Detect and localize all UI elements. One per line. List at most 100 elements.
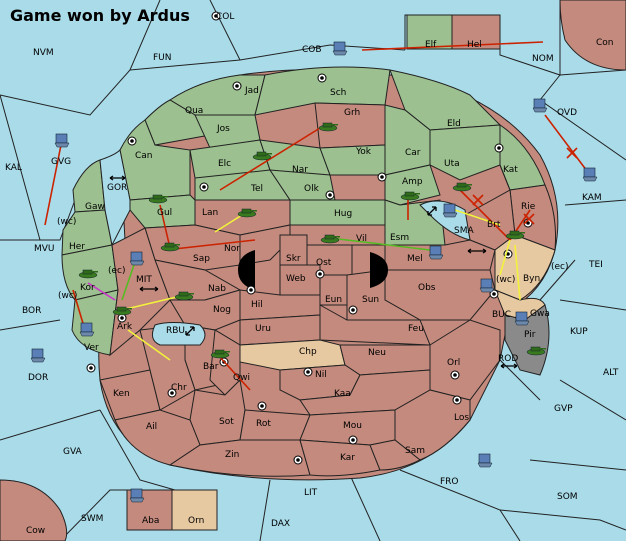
label-mit: MIT	[136, 275, 152, 285]
region-hel[interactable]	[451, 14, 501, 50]
failed-order-x-icon	[566, 147, 578, 159]
coast-arrow-icon	[185, 326, 195, 336]
label-sun: Sun	[362, 295, 379, 305]
label-orl: Orl	[447, 358, 460, 368]
failed-orders	[472, 147, 578, 225]
label-kaa: Kaa	[334, 389, 351, 399]
supply-center-icon	[232, 81, 242, 91]
label-qua: Qua	[185, 106, 203, 116]
region-ark[interactable]	[109, 227, 171, 357]
supply-center-icon	[303, 367, 313, 377]
label-kam: KAM	[582, 193, 602, 203]
order-arrows-red	[44, 41, 591, 391]
label-lit: LIT	[304, 488, 318, 498]
label-rot: Rot	[256, 419, 271, 429]
order-arrows-yellow	[121, 209, 521, 361]
label-wc-kor: (wc)	[58, 291, 77, 301]
label-esm: Esm	[390, 233, 409, 243]
label-jos: Jos	[216, 124, 230, 134]
region-amp[interactable]	[384, 164, 441, 206]
order-arrow-icon	[459, 189, 511, 241]
label-can: Can	[135, 151, 153, 161]
label-rod: ROD	[498, 354, 518, 364]
order-arrow-icon	[454, 209, 501, 226]
supply-center-icon	[450, 370, 460, 380]
label-los: Los	[454, 413, 469, 423]
label-eld: Eld	[447, 119, 461, 129]
region-can[interactable]	[119, 119, 191, 201]
order-arrows-green	[121, 237, 431, 301]
supply-center-icon	[257, 401, 267, 411]
label-sap: Sap	[193, 254, 210, 264]
label-nom: NOM	[532, 54, 554, 64]
label-nvm: NVM	[33, 48, 54, 58]
label-yok: Yok	[355, 147, 372, 157]
label-buc: BUC	[492, 310, 511, 320]
label-gvg: GVG	[51, 157, 71, 167]
label-amp: Amp	[402, 177, 423, 187]
label-ovd: OVD	[557, 108, 577, 118]
supply-center-icon	[494, 143, 504, 153]
label-hug: Hug	[334, 209, 352, 219]
region-feu[interactable]	[319, 304, 431, 346]
label-orn: Orn	[188, 516, 204, 526]
label-wc-byn: (wc)	[496, 275, 515, 285]
region-sam[interactable]	[369, 439, 421, 471]
order-arrow-icon	[159, 204, 171, 249]
label-chr: Chr	[171, 383, 187, 393]
label-gor: GOR	[107, 183, 127, 193]
order-arrow-icon	[361, 41, 544, 51]
label-hel: Hel	[467, 40, 482, 50]
fleet-icon	[129, 251, 145, 266]
label-sma: SMA	[454, 226, 474, 236]
label-wc-her: (wc)	[57, 217, 76, 227]
supply-center-icon	[199, 182, 209, 192]
fleet-icon	[129, 488, 145, 503]
region-orn[interactable]	[171, 489, 218, 531]
label-alt: ALT	[603, 368, 619, 378]
lake-cap-east	[370, 252, 388, 288]
region-cow[interactable]	[0, 479, 68, 541]
label-cob: COB	[302, 45, 322, 55]
fleet-icon	[582, 167, 598, 182]
label-car: Car	[405, 148, 421, 158]
region-skr[interactable]	[279, 234, 308, 266]
coast-arrow-icon	[500, 363, 518, 369]
label-gaw: Gaw	[85, 202, 105, 212]
label-obs: Obs	[418, 283, 436, 293]
region-elf[interactable]	[406, 14, 453, 50]
failed-order-x-icon	[523, 213, 535, 225]
label-uru: Uru	[255, 324, 271, 334]
label-ost: Ost	[316, 258, 332, 268]
label-nab: Nab	[208, 284, 226, 294]
label-nor: Nor	[224, 244, 240, 254]
label-nil: Nil	[315, 370, 327, 380]
label-olk: Olk	[304, 184, 320, 194]
label-ec-byn: (ec)	[551, 262, 569, 272]
supply-center-icon	[127, 136, 137, 146]
label-aba: Aba	[142, 516, 159, 526]
region-chp[interactable]	[239, 339, 346, 371]
coast-arrow-icon	[109, 175, 126, 181]
order-arrow-icon	[514, 244, 521, 301]
order-arrow-icon	[121, 294, 186, 311]
label-sam: Sam	[405, 446, 425, 456]
region-eun[interactable]	[319, 274, 348, 306]
region-yok[interactable]	[319, 144, 386, 176]
region-rbu[interactable]	[151, 322, 206, 346]
region-ail[interactable]	[114, 409, 201, 466]
label-swm: SWM	[81, 514, 103, 524]
fleet-icon	[514, 311, 530, 326]
label-tei: TEI	[588, 260, 603, 270]
fleet-icon	[477, 453, 493, 468]
game-title: Game won by Ardus	[10, 6, 190, 25]
region-con[interactable]	[559, 0, 626, 71]
coast-arrow-icon	[427, 206, 437, 216]
label-elc: Elc	[218, 159, 231, 169]
fleet-icon	[79, 322, 95, 337]
label-nog: Nog	[213, 305, 231, 315]
label-lan: Lan	[202, 208, 218, 218]
region-rot[interactable]	[239, 409, 311, 441]
region-uta[interactable]	[429, 124, 501, 181]
label-feu: Feu	[408, 324, 424, 334]
